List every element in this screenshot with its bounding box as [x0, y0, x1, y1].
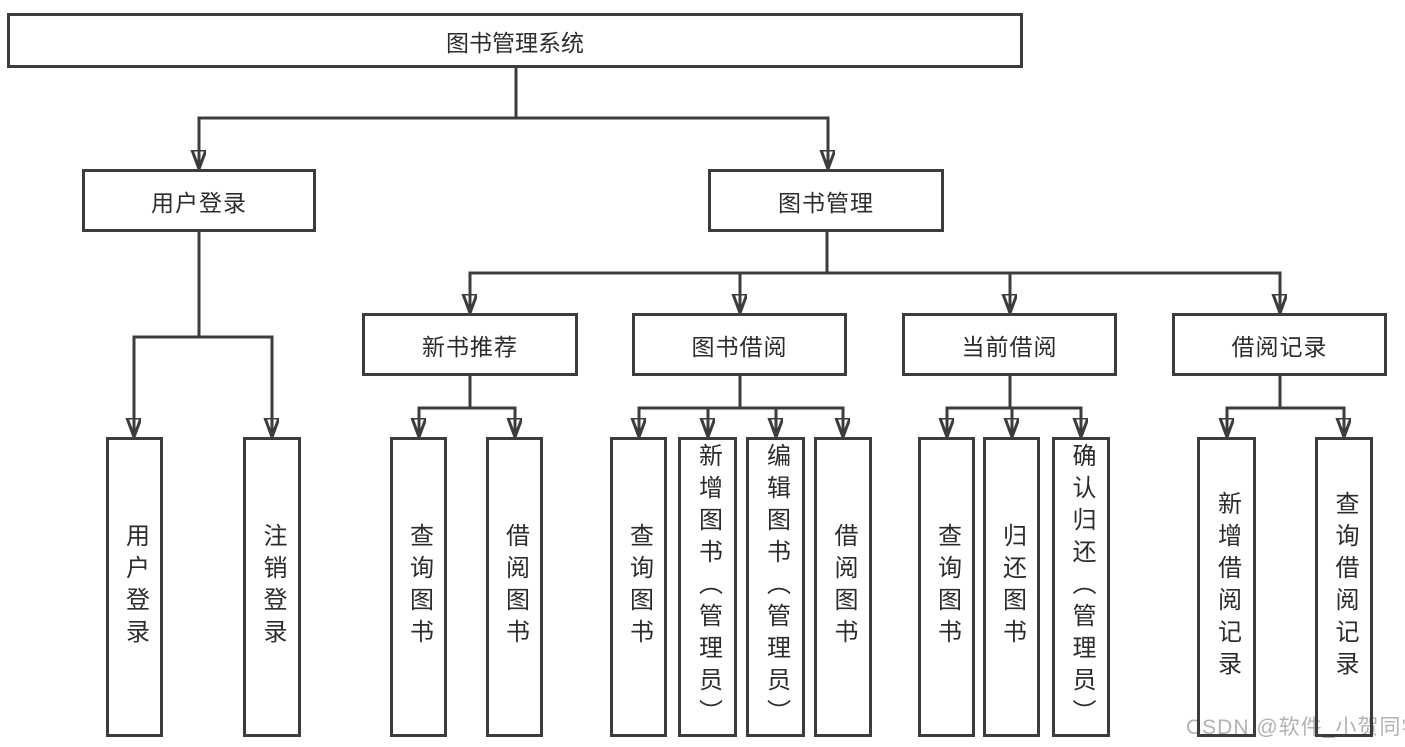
leaf-current-query-book: 查询图书 [918, 437, 975, 737]
node-borrow-records: 借阅记录 [1172, 313, 1387, 376]
leaf-query-borrow-record-label: 查询借阅记录 [1331, 491, 1358, 683]
leaf-user-login-label: 用户登录 [121, 523, 149, 651]
node-book-mgmt: 图书管理 [708, 169, 944, 232]
node-book-mgmt-label: 图书管理 [778, 189, 874, 216]
node-new-book-recommend-label: 新书推荐 [422, 333, 518, 360]
leaf-borrow-book: 借阅图书 [814, 437, 872, 737]
leaf-return-book-label: 归还图书 [998, 523, 1026, 651]
node-borrow-records-label: 借阅记录 [1231, 333, 1328, 360]
leaf-current-query-book-label: 查询图书 [933, 523, 961, 651]
leaf-borrow-query-book: 查询图书 [610, 437, 667, 737]
leaf-confirm-return-admin-label: 确认归还（管理员） [1068, 443, 1095, 731]
leaf-user-login: 用户登录 [106, 437, 163, 737]
node-user-login-label: 用户登录 [151, 189, 247, 216]
tree-edges [134, 66, 1344, 436]
node-book-borrow-label: 图书借阅 [691, 333, 788, 360]
node-user-login: 用户登录 [82, 169, 316, 232]
leaf-add-book-admin-label: 新增图书（管理员） [694, 443, 722, 731]
leaf-return-book: 归还图书 [983, 437, 1040, 737]
node-new-book-recommend: 新书推荐 [362, 313, 578, 376]
node-root-system: 图书管理系统 [7, 13, 1023, 68]
node-book-borrow: 图书借阅 [632, 313, 847, 376]
node-root-system-label: 图书管理系统 [446, 29, 584, 56]
csdn-watermark: CSDN @软件_小贺同学 [1186, 716, 1405, 739]
leaf-add-borrow-record: 新增借阅记录 [1197, 437, 1256, 737]
leaf-logout: 注销登录 [243, 437, 301, 737]
leaf-add-borrow-record-label: 新增借阅记录 [1213, 491, 1241, 683]
leaf-borrow-book-label: 借阅图书 [830, 523, 857, 651]
node-current-borrow: 当前借阅 [902, 313, 1117, 376]
leaf-recommend-borrow-book-label: 借阅图书 [501, 523, 529, 651]
leaf-edit-book-admin-label: 编辑图书（管理员） [762, 443, 790, 731]
leaf-recommend-query-book: 查询图书 [390, 437, 447, 737]
node-current-borrow-label: 当前借阅 [961, 333, 1058, 360]
leaf-edit-book-admin: 编辑图书（管理员） [746, 437, 805, 737]
leaf-recommend-query-book-label: 查询图书 [405, 523, 433, 651]
leaf-query-borrow-record: 查询借阅记录 [1315, 437, 1373, 737]
leaf-borrow-query-book-label: 查询图书 [625, 523, 653, 651]
leaf-recommend-borrow-book: 借阅图书 [486, 437, 543, 737]
leaf-confirm-return-admin: 确认归还（管理员） [1052, 437, 1110, 737]
leaf-add-book-admin: 新增图书（管理员） [678, 437, 737, 737]
leaf-logout-label: 注销登录 [259, 523, 286, 651]
